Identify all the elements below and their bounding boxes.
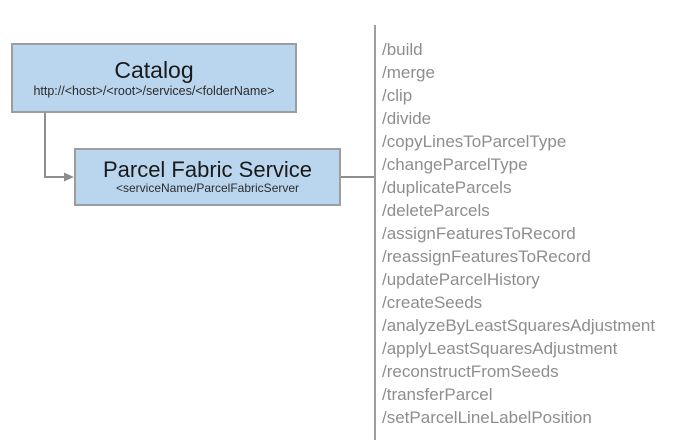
endpoint-item: /analyzeByLeastSquaresAdjustment [382, 316, 656, 335]
endpoint-item: /copyLinesToParcelType [382, 132, 567, 151]
connector-arrowhead-icon [64, 172, 74, 182]
endpoint-item: /deleteParcels [382, 201, 490, 220]
endpoint-item: /reassignFeaturesToRecord [382, 247, 591, 266]
node-parcel-fabric-service-title: Parcel Fabric Service [102, 157, 313, 183]
endpoint-item: /duplicateParcels [382, 178, 512, 197]
endpoint-item: /changeParcelType [382, 155, 528, 174]
endpoint-item: /applyLeastSquaresAdjustment [382, 339, 618, 358]
node-catalog-url: http://<host>/<root>/services/<folderNam… [33, 83, 275, 98]
node-catalog: Catalog http://<host>/<root>/services/<f… [11, 43, 297, 113]
endpoint-list: /build/merge/clip/divide/copyLinesToParc… [374, 25, 690, 440]
node-catalog-title: Catalog [114, 56, 194, 83]
node-parcel-fabric-service-path: <serviceName/ParcelFabricServer [115, 181, 300, 196]
endpoint-item: /createSeeds [382, 293, 483, 312]
endpoint-item: /divide [382, 109, 432, 128]
endpoint-item: /assignFeaturesToRecord [382, 224, 576, 243]
endpoint-item: /merge [382, 63, 435, 82]
node-parcel-fabric-service: Parcel Fabric Service <serviceName/Parce… [74, 148, 341, 206]
endpoint-item: /updateParcelHistory [382, 270, 540, 289]
connector-catalog-to-parcel-fabric [44, 113, 64, 178]
endpoint-item: /clip [382, 86, 413, 105]
endpoint-item: /build [382, 40, 423, 59]
endpoint-item: /setParcelLineLabelPosition [382, 408, 592, 427]
endpoint-item: /reconstructFromSeeds [382, 362, 559, 381]
endpoint-item: /transferParcel [382, 385, 493, 404]
